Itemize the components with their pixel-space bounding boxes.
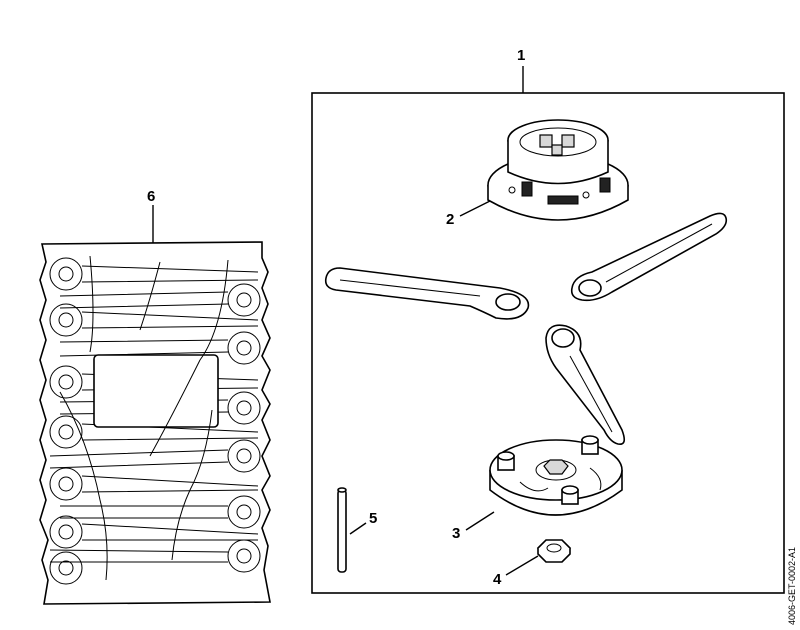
blade-holder-head-icon[interactable]	[487, 119, 629, 221]
callout-1: 1	[517, 47, 525, 64]
callout-6: 6	[147, 188, 155, 205]
kit-frame	[311, 66, 785, 594]
pin-icon[interactable]	[337, 487, 347, 573]
drawing-code: 4006-GET-0002-A1	[787, 547, 797, 625]
plastic-blade-icon[interactable]	[545, 324, 626, 446]
callout-3: 3	[452, 525, 460, 542]
callout-4: 4	[493, 571, 502, 588]
plastic-blade-icon[interactable]	[324, 267, 530, 320]
base-plate-icon[interactable]	[489, 435, 623, 516]
leader-lines	[349, 200, 539, 576]
blade-pack-icon[interactable]	[39, 205, 271, 605]
hex-nut-icon[interactable]	[536, 539, 572, 563]
plastic-blade-icon[interactable]	[570, 212, 728, 302]
callout-2: 2	[446, 211, 454, 228]
callout-5: 5	[369, 510, 377, 527]
